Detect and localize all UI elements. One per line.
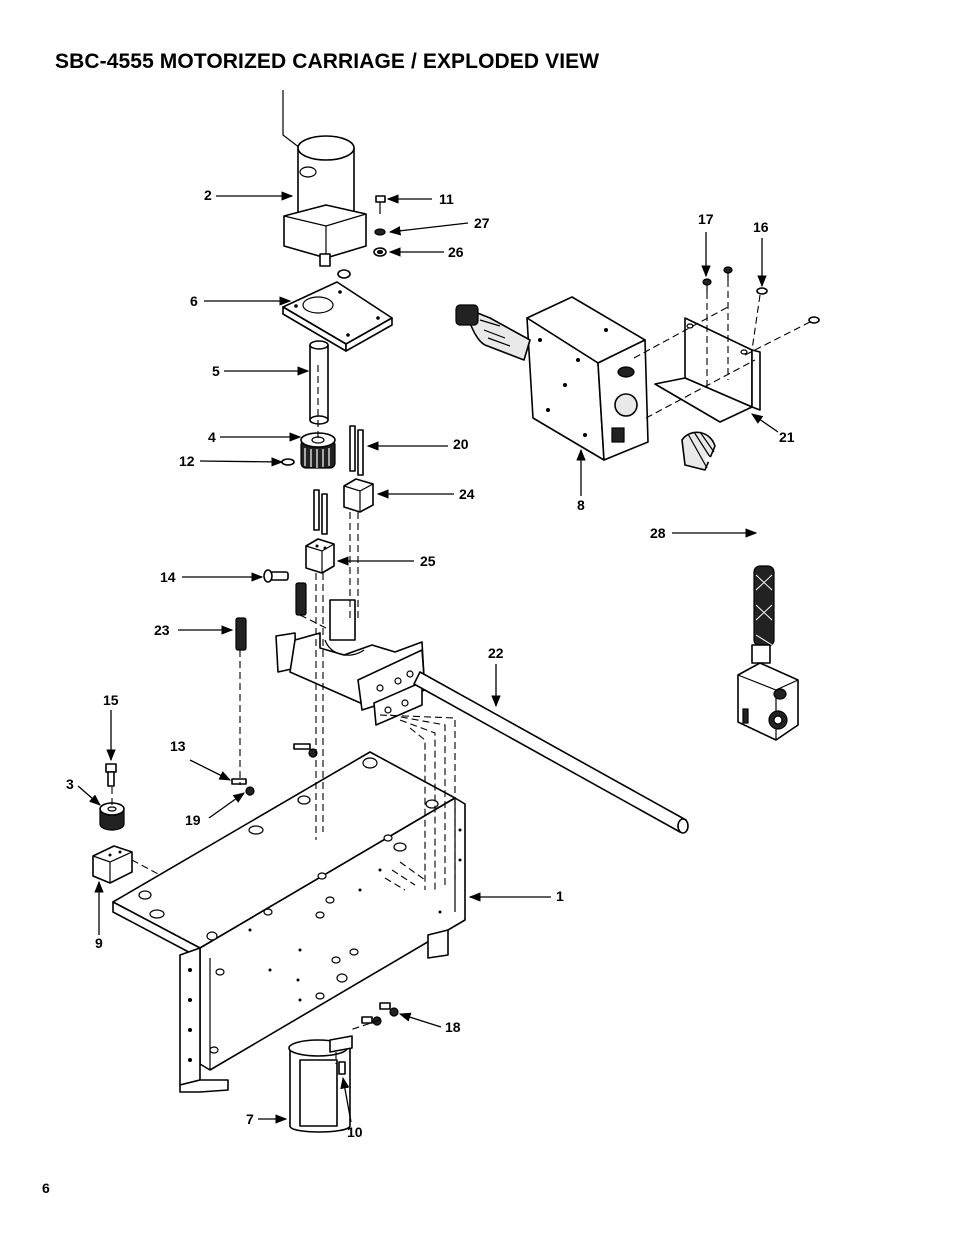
bracket-7-part [288,1035,353,1133]
callout-7: 7 [246,1111,254,1127]
callout-14: 14 [160,569,176,585]
roller-3-part [99,802,125,831]
block-9-part [92,845,133,884]
callout-9: 9 [95,935,103,951]
callout-22: 22 [488,645,504,661]
callout-12: 12 [179,453,195,469]
callout-17: 17 [698,211,714,227]
setscrew-12-part [281,458,295,466]
screw-15-part [105,763,117,787]
callout-6: 6 [190,293,198,309]
callout-leaders [77,191,779,1124]
block-24-part [343,478,374,513]
callout-28: 28 [650,525,666,541]
callout-23: 23 [154,622,170,638]
motor-plate-part [282,281,393,352]
callout-26: 26 [448,244,464,260]
callout-18: 18 [445,1019,461,1035]
callout-25: 25 [420,553,436,569]
callout-5: 5 [212,363,220,379]
shaft-part [309,340,329,425]
callout-3: 3 [66,776,74,792]
screw-10-part [338,1061,346,1075]
lockwasher-27-part [374,228,386,236]
page-number: 6 [42,1180,50,1196]
bolts-25-part [313,489,328,535]
rod-part [413,671,689,834]
assembly-lines [111,280,811,1064]
page-title: SBC-4555 MOTORIZED CARRIAGE / EXPLODED V… [55,50,600,73]
screws-16-part [756,287,820,324]
callout-2: 2 [204,187,212,203]
motor-part [282,90,367,267]
bolt-14-part [263,569,289,583]
callout-10: 10 [347,1124,363,1140]
callout-4: 4 [208,429,216,445]
callout-15: 15 [103,692,119,708]
callout-21: 21 [779,429,795,445]
callout-1: 1 [556,888,564,904]
nut-part [337,269,351,279]
angle-bracket-part [654,317,761,423]
callout-labels: 2 11 27 26 6 5 4 12 20 24 25 14 23 15 13… [66,187,795,1140]
callout-20: 20 [453,436,469,452]
flatwasher-26-part [373,247,387,257]
callout-13: 13 [170,738,186,754]
callout-8: 8 [577,497,585,513]
callout-27: 27 [474,215,490,231]
screw-11-part [375,195,386,214]
callout-11: 11 [439,191,454,207]
callout-16: 16 [753,219,769,235]
screw-13-part [231,743,318,796]
gear-part [300,432,336,469]
block-25-part [305,538,335,574]
bolts-20-part [349,425,364,476]
pendant-part [681,431,799,741]
screws-17-part [702,266,733,292]
carriage-base-part [112,751,466,1093]
control-box-part [455,296,649,461]
rack-23-part [235,582,307,651]
callout-19: 19 [185,812,201,828]
callout-24: 24 [459,486,475,502]
carriage-bracket-part [275,599,426,726]
screw-18-part [361,1002,399,1026]
